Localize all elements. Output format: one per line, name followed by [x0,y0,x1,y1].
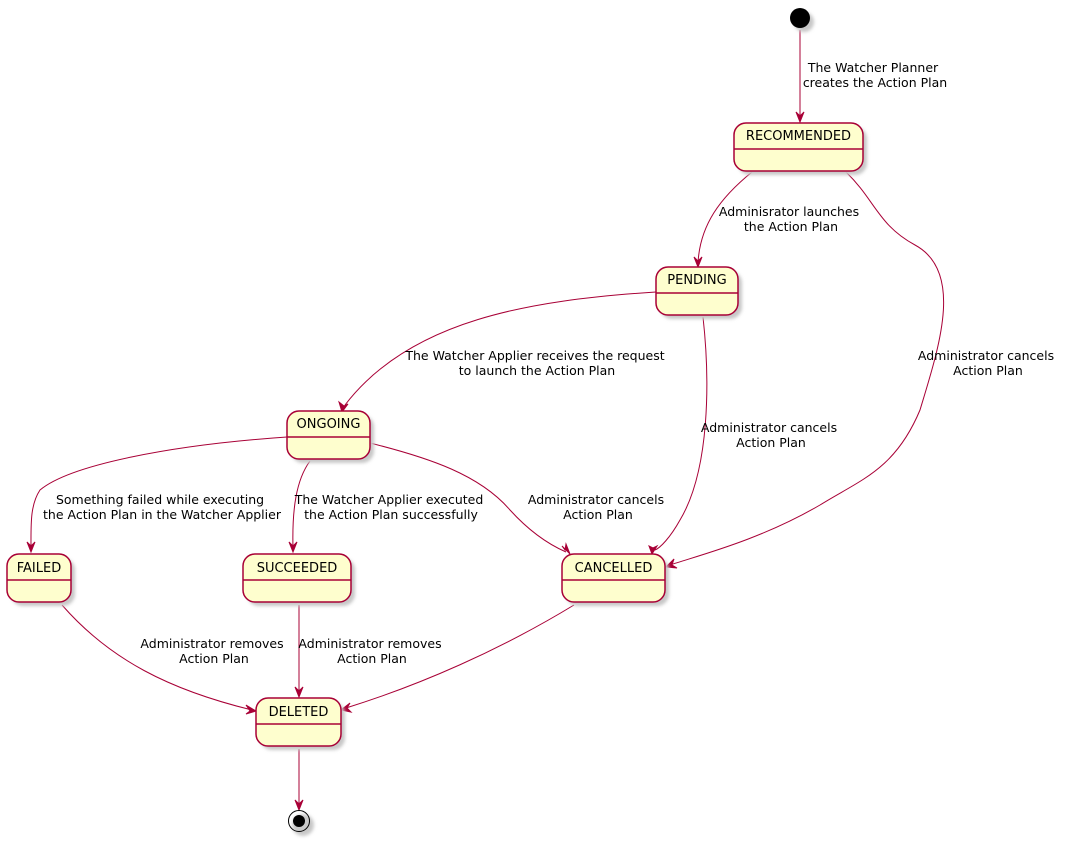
state-name-failed: FAILED [17,561,61,576]
edge-recommended-to-cancelled [669,171,945,566]
arrowhead-deleted-to-end [294,799,304,812]
state-cancelled[interactable]: CANCELLED [561,553,669,606]
state-name-recommended: RECOMMENDED [746,129,851,144]
edge-ongoing-to-failed [30,436,288,549]
label-failed-to-deleted: Administrator removes Action Plan [140,636,287,666]
edge-pending-to-cancelled [654,316,708,551]
label-recommended-to-cancelled-line2: Action Plan [953,363,1023,378]
arrowhead-succeeded-to-deleted [294,686,304,699]
label-recommended-to-pending-line2: the Action Plan [744,219,838,234]
state-name-cancelled: CANCELLED [575,561,653,576]
label-failed-to-deleted-line1: Administrator removes [140,636,283,651]
label-succeeded-to-deleted-line2: Action Plan [337,651,407,666]
label-ongoing-to-succeeded-line1: The Watcher Applier executed [294,492,484,507]
arrowhead-ongoing-to-succeeded [288,541,298,554]
label-pending-to-ongoing-line1: The Watcher Applier receives the request [404,348,664,363]
label-pending-to-cancelled: Administrator cancels Action Plan [701,420,841,450]
label-ongoing-to-cancelled: Administrator cancels Action Plan [528,492,668,522]
label-failed-to-deleted-line2: Action Plan [179,651,249,666]
label-start-to-recommended-line1: The Watcher Planner [807,60,939,75]
label-ongoing-to-cancelled-line1: Administrator cancels [528,492,664,507]
label-ongoing-to-succeeded-line2: the Action Plan successfully [304,507,478,522]
start-pseudostate [790,8,810,28]
label-ongoing-to-cancelled-line2: Action Plan [563,507,633,522]
arrowhead-start-to-recommended [795,111,805,124]
label-ongoing-to-failed: Something failed while executing the Act… [43,492,282,522]
label-ongoing-to-succeeded: The Watcher Applier executed the Action … [294,492,488,522]
label-recommended-to-pending: Adminisrator launches the Action Plan [719,204,863,234]
label-pending-to-cancelled-line1: Administrator cancels [701,420,837,435]
label-recommended-to-pending-line1: Adminisrator launches [719,204,859,219]
edge-ongoing-to-cancelled [369,442,567,553]
arrowhead-ongoing-to-failed [26,541,36,554]
label-succeeded-to-deleted-line1: Administrator removes [298,636,441,651]
state-name-succeeded: SUCCEEDED [257,561,338,576]
edge-failed-to-deleted [61,604,253,711]
edge-cancelled-to-deleted [345,604,575,709]
label-recommended-to-cancelled: Administrator cancels Action Plan [918,348,1058,378]
edge-pending-to-ongoing [344,291,657,406]
label-start-to-recommended: The Watcher Planner creates the Action P… [803,60,947,90]
arrowhead-failed-to-deleted [245,704,258,715]
edges [26,30,945,812]
state-name-ongoing: ONGOING [297,417,361,432]
state-name-pending: PENDING [667,273,726,288]
edge-ongoing-to-succeeded [292,460,311,549]
label-succeeded-to-deleted: Administrator removes Action Plan [298,636,445,666]
state-recommended[interactable]: RECOMMENDED [733,122,867,175]
state-deleted[interactable]: DELETED [255,697,345,750]
edge-labels: The Watcher Planner creates the Action P… [43,60,1058,666]
label-ongoing-to-failed-line1: Something failed while executing [56,492,264,507]
final-pseudostate-core [293,815,305,827]
label-recommended-to-cancelled-line1: Administrator cancels [918,348,1054,363]
arrowhead-recommended-to-cancelled [664,558,678,569]
state-ongoing[interactable]: ONGOING [286,410,374,463]
final-pseudostate [288,810,310,832]
start-node [790,8,814,32]
arrowhead-recommended-to-pending [693,256,703,269]
state-name-deleted: DELETED [269,705,329,720]
label-ongoing-to-failed-line2: the Action Plan in the Watcher Applier [43,507,282,522]
label-pending-to-cancelled-line2: Action Plan [736,435,806,450]
label-start-to-recommended-line2: creates the Action Plan [803,75,947,90]
arrowhead-pending-to-ongoing [338,400,349,414]
end-node [288,810,314,836]
label-pending-to-ongoing: The Watcher Applier receives the request… [404,348,668,378]
state-succeeded[interactable]: SUCCEEDED [242,553,355,606]
state-pending[interactable]: PENDING [655,266,742,319]
arrowhead-pending-to-cancelled [648,544,659,556]
arrowhead-ongoing-to-cancelled [561,542,571,555]
edge-recommended-to-pending [697,171,753,264]
label-pending-to-ongoing-line2: to launch the Action Plan [459,363,615,378]
state-failed[interactable]: FAILED [6,553,75,606]
